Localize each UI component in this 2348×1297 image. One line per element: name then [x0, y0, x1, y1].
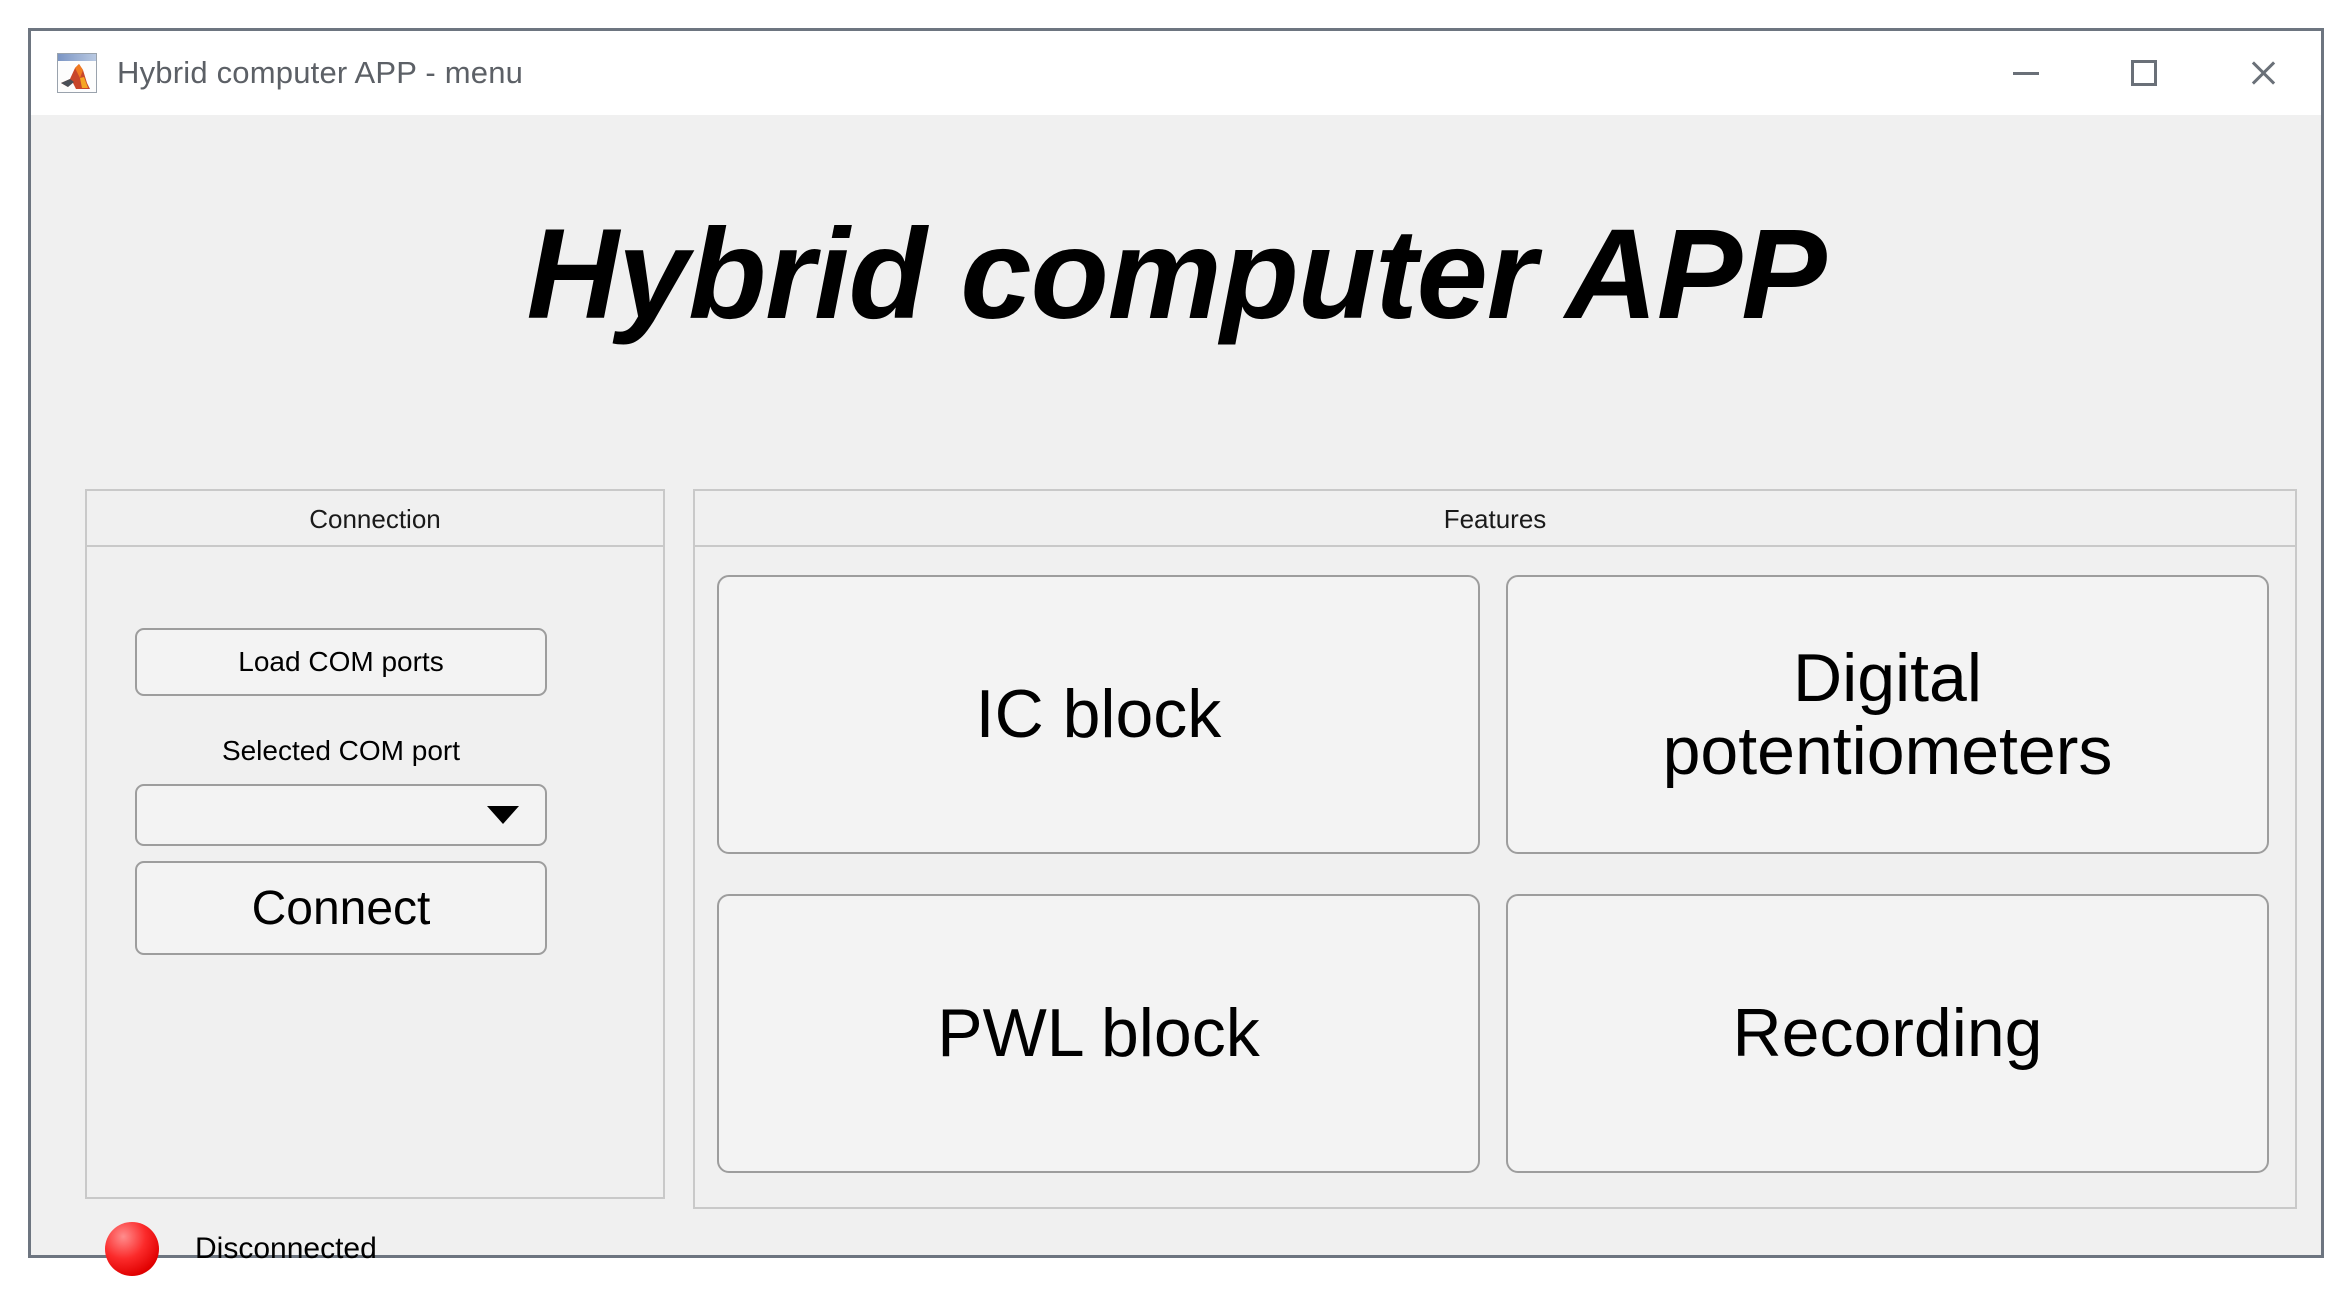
features-panel: Features IC block Digital potentiometers… — [693, 489, 2297, 1209]
red-led-icon — [105, 1222, 159, 1276]
minimize-button[interactable] — [1967, 31, 2085, 115]
com-port-dropdown[interactable] — [135, 784, 547, 846]
connection-status: Disconnected — [105, 1222, 377, 1276]
connection-panel: Connection Load COM ports Selected COM p… — [85, 489, 665, 1199]
selected-com-port-label: Selected COM port — [221, 735, 461, 766]
close-icon — [2247, 58, 2277, 88]
maximize-button[interactable] — [2085, 31, 2203, 115]
connect-button[interactable]: Connect — [135, 861, 547, 955]
connection-status-label: Disconnected — [195, 1232, 377, 1265]
page-title: Hybrid computer APP — [526, 203, 1826, 346]
maximize-icon — [2131, 60, 2157, 86]
window-body: Hybrid computer APP Connection Load COM … — [31, 115, 2321, 1276]
matlab-icon — [57, 53, 97, 93]
feature-button-recording[interactable]: Recording — [1506, 894, 2269, 1173]
app-window: Hybrid computer APP - menu Hybrid comput… — [28, 28, 2324, 1276]
load-com-ports-button[interactable]: Load COM ports — [135, 628, 547, 696]
window-controls — [1967, 31, 2321, 115]
feature-button-digital-potentiometers[interactable]: Digital potentiometers — [1506, 575, 2269, 854]
title-bar: Hybrid computer APP - menu — [31, 31, 2321, 115]
minimize-icon — [2013, 71, 2039, 75]
feature-button-pwl-block[interactable]: PWL block — [717, 894, 1480, 1173]
features-panel-title: Features — [695, 491, 2295, 547]
connection-panel-title: Connection — [87, 491, 663, 547]
features-grid: IC block Digital potentiometers PWL bloc… — [717, 575, 2269, 1173]
chevron-down-icon — [487, 806, 519, 824]
window-title: Hybrid computer APP - menu — [117, 55, 524, 90]
close-button[interactable] — [2203, 31, 2321, 115]
title-bar-left: Hybrid computer APP - menu — [31, 53, 523, 93]
feature-button-ic-block[interactable]: IC block — [717, 575, 1480, 854]
